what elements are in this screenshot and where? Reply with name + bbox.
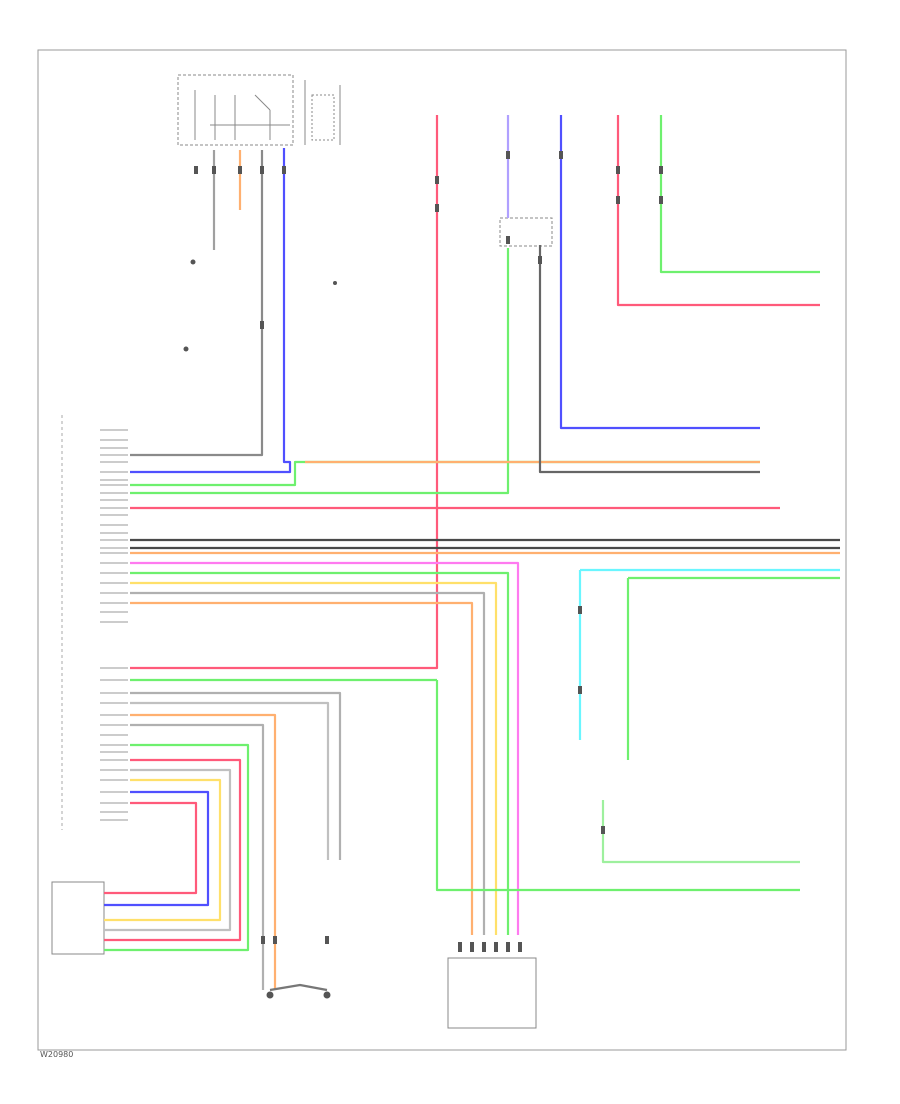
bottom-connector [447,957,537,1029]
connector-tick [273,936,277,944]
wire-pink-lower [104,801,198,895]
connector-tick [659,166,663,174]
wire-yellow-lower [104,778,222,922]
connector-tick [261,936,265,944]
connector-tick [659,196,663,204]
pin-lines [100,429,128,821]
wire-blue-main [130,148,292,474]
wire-pink-row [130,561,520,935]
wire-green-row [130,460,760,487]
diagram-frame [37,49,847,1051]
wire-dark-right [538,245,760,474]
fuse-column-group [304,80,341,145]
connector-tick [559,151,563,159]
wire-green-bottom3 [601,800,800,864]
wire-red-lower [104,758,242,942]
connector-tick [538,256,542,264]
connector-tick [194,166,198,174]
relay-box [499,217,553,247]
wire-yellow-row [130,581,498,935]
connector-tick [325,936,329,944]
wire-green-top [659,115,820,274]
sensor-ground-dots [183,259,337,352]
connector-tick [435,176,439,184]
wire-orange-lower [130,713,277,990]
connector-tick [282,166,286,174]
connector-tick [616,166,620,174]
wire-green-bottom [435,680,800,892]
ground-point-2-symbol [323,991,331,999]
wire-red-top [616,115,820,307]
connector-marks [194,151,663,944]
diagram-code: W20980 [40,1050,74,1059]
wire-green-row3 [130,571,510,935]
wire-green-lower [104,743,250,952]
wire-gray-top [130,150,264,457]
wire-gray-lower2 [130,723,265,990]
wires-layer [104,115,840,992]
wire-gray-lower [130,701,330,860]
connector-tick [435,204,439,212]
ground-point-1-symbol [266,991,274,999]
wire-orange-row3 [130,601,474,935]
connector-tick [578,606,582,614]
sensor-box [51,881,105,955]
wire-green-row2 [130,248,510,495]
wire-gray-lower3 [104,768,232,932]
connector-tick [616,196,620,204]
ignition-switch-block [177,74,294,146]
connector-tick [260,166,264,174]
bottom-connector-pins [458,942,522,952]
connector-tick [578,686,582,694]
connector-tick [238,166,242,174]
wire-red-main [130,115,439,670]
wire-ground-bridge [269,983,328,992]
wire-blue-lower [104,790,210,907]
connector-tick [212,166,216,174]
wire-blue-right [559,115,760,430]
wire-dark-lower1 [130,691,342,860]
wire-gray-row [130,591,486,935]
connector-tick [506,236,510,244]
connector-tick [601,826,605,834]
connector-tick [506,151,510,159]
connector-tick [260,321,264,329]
